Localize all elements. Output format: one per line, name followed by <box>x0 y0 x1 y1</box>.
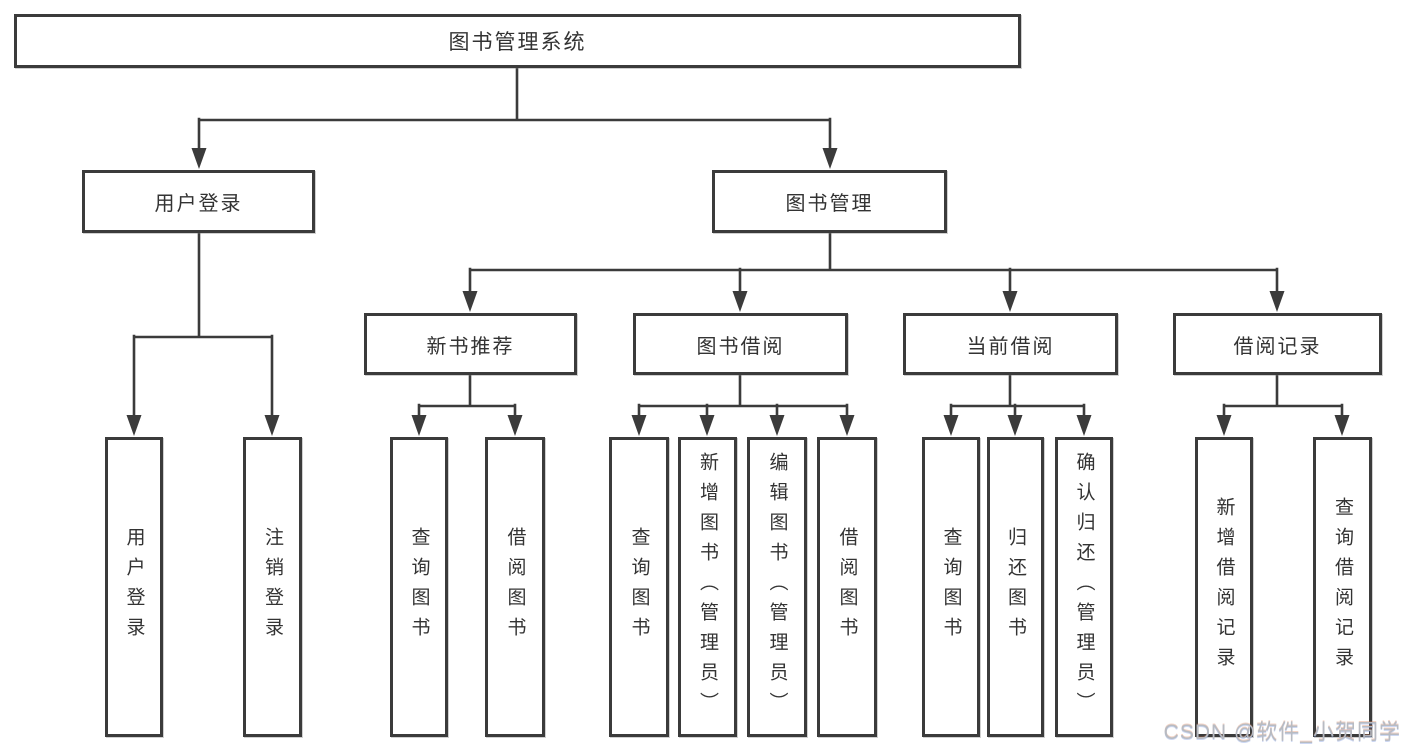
node-label: 当前借阅 <box>966 335 1055 358</box>
leaf-return-book: 归还图书 <box>987 437 1044 737</box>
node-book-management: 图书管理 <box>712 170 947 233</box>
csdn-watermark: CSDN @软件_小贺同学 <box>1163 721 1401 744</box>
leaf-borrow-books-borrowing: 借阅图书 <box>817 437 877 737</box>
leaf-query-borrow-record: 查询借阅记录 <box>1313 437 1372 737</box>
node-label: 编辑图书（管理员） <box>766 452 788 722</box>
leaf-query-books-current: 查询图书 <box>922 437 980 737</box>
node-label: 确认归还（管理员） <box>1073 452 1095 722</box>
node-label: 新书推荐 <box>426 335 515 358</box>
node-label: 新增图书（管理员） <box>697 452 718 722</box>
node-label: 借阅图书 <box>836 527 858 647</box>
leaf-edit-book-admin: 编辑图书（管理员） <box>747 437 807 737</box>
node-label: 注销登录 <box>262 527 283 647</box>
node-library-system: 图书管理系统 <box>14 14 1021 68</box>
node-label: 归还图书 <box>1005 527 1026 647</box>
node-new-book-recommend: 新书推荐 <box>364 313 577 375</box>
node-label: 图书管理 <box>785 193 874 215</box>
connector-path <box>132 66 1344 420</box>
node-label: 查询借阅记录 <box>1332 497 1353 677</box>
node-label: 用户登录 <box>154 193 243 215</box>
node-label: 借阅图书 <box>504 527 526 647</box>
node-label: 查询图书 <box>940 527 962 647</box>
leaf-query-books-borrowing: 查询图书 <box>609 437 669 737</box>
leaf-add-borrow-record: 新增借阅记录 <box>1195 437 1253 737</box>
leaf-borrow-books-recommend: 借阅图书 <box>485 437 545 737</box>
arrowheads <box>126 148 1350 436</box>
node-label: 图书管理系统 <box>448 31 587 54</box>
node-book-borrowing: 图书借阅 <box>633 313 848 375</box>
node-user-login: 用户登录 <box>82 170 315 233</box>
node-label: 查询图书 <box>628 527 650 647</box>
node-borrowing-records: 借阅记录 <box>1173 313 1382 375</box>
node-label: 查询图书 <box>408 527 430 647</box>
node-current-borrowing: 当前借阅 <box>903 313 1118 375</box>
node-label: 借阅记录 <box>1233 335 1322 358</box>
leaf-confirm-return-admin: 确认归还（管理员） <box>1055 437 1113 737</box>
leaf-add-book-admin: 新增图书（管理员） <box>678 437 737 737</box>
leaf-logout: 注销登录 <box>243 437 302 737</box>
leaf-query-books-recommend: 查询图书 <box>390 437 448 737</box>
node-label: 图书借阅 <box>696 335 785 358</box>
leaf-user-login: 用户登录 <box>105 437 163 737</box>
node-label: 新增借阅记录 <box>1213 497 1235 677</box>
node-label: 用户登录 <box>123 527 145 647</box>
